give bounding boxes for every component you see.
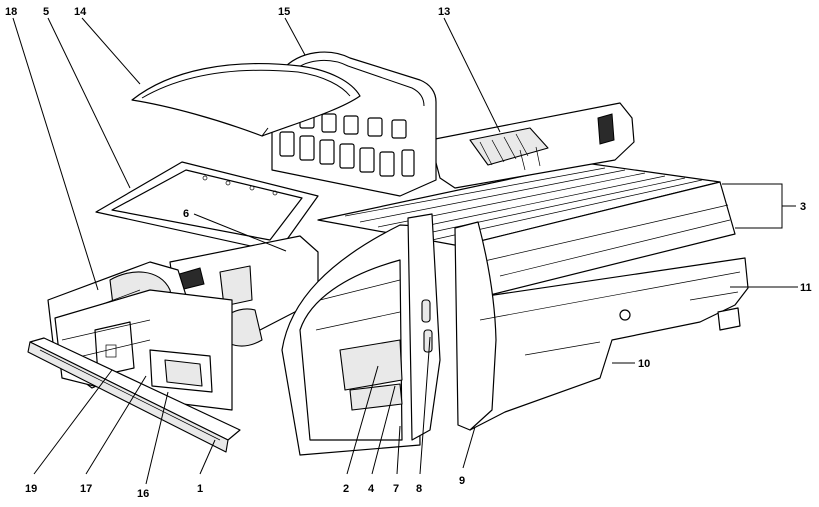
windscreen-frame (95, 161, 319, 253)
callout-15: 15 (278, 6, 290, 18)
front-crossmember (27, 337, 241, 453)
rear-side-panel (454, 221, 749, 431)
callout-5: 5 (43, 6, 49, 18)
leader-lines (12, 17, 798, 485)
callout-4: 4 (368, 483, 375, 495)
callout-17: 17 (80, 483, 92, 495)
callout-18: 18 (5, 6, 17, 18)
bed-front-panel (429, 102, 635, 189)
callout-11: 11 (800, 282, 812, 294)
door-pillar (407, 213, 441, 441)
callout-8: 8 (416, 483, 422, 495)
callout-7: 7 (393, 483, 399, 495)
callout-2: 2 (343, 483, 349, 495)
callout-6: 6 (183, 208, 189, 220)
callout-19: 19 (25, 483, 37, 495)
callout-10: 10 (638, 358, 650, 370)
roof-panel (131, 62, 361, 137)
callout-16: 16 (137, 488, 149, 500)
callout-3: 3 (800, 201, 806, 213)
callout-1: 1 (197, 483, 203, 495)
callout-13: 13 (438, 6, 450, 18)
callout-9: 9 (459, 475, 465, 487)
callout-14: 14 (74, 6, 87, 18)
callout-numbers: 18 5 14 15 13 6 3 11 10 19 17 16 1 2 4 7… (5, 6, 812, 500)
